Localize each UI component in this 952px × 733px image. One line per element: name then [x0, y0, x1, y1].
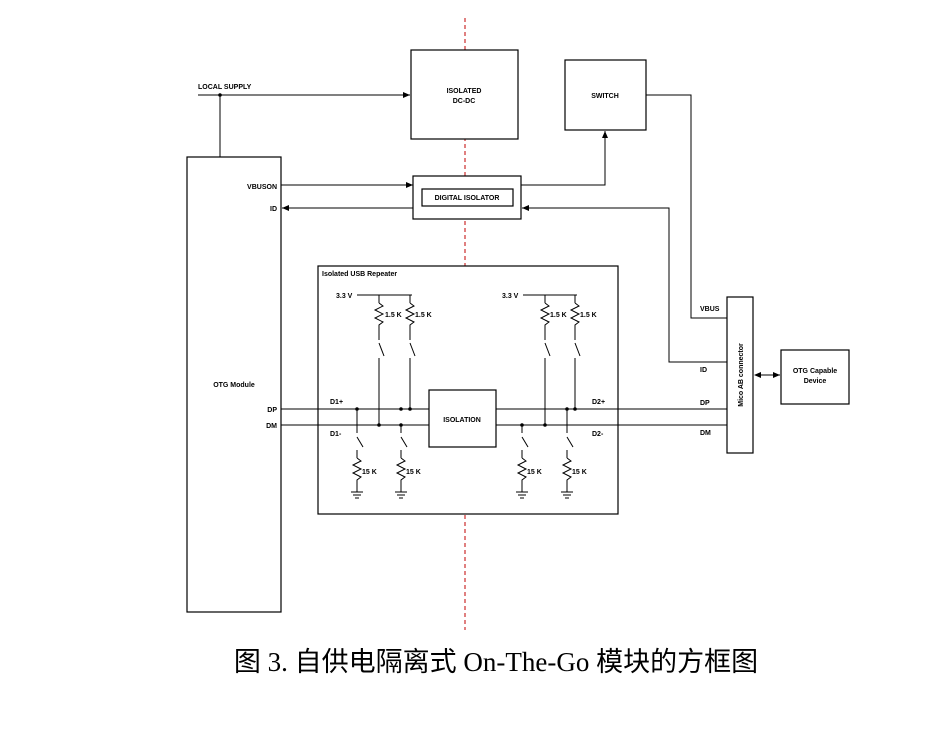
v33-left-label: 3.3 V — [336, 293, 353, 300]
r15-2-label: 15 K — [406, 469, 421, 476]
micro-ab-label: Mico AB connector — [738, 343, 745, 407]
local-supply-label: LOCAL SUPPLY — [198, 84, 252, 91]
otg-device-label-2: Device — [804, 378, 827, 385]
dp-right-label: DP — [700, 400, 710, 407]
switch-label: SWITCH — [591, 93, 619, 100]
dm-left-label: DM — [266, 423, 277, 430]
d1plus-label: D1+ — [330, 399, 343, 406]
dp-left-label: DP — [267, 407, 277, 414]
d2plus-label: D2+ — [592, 399, 605, 406]
v33-right-label: 3.3 V — [502, 293, 519, 300]
otg-module-block — [186, 156, 282, 613]
r15-1-label: 15 K — [362, 469, 377, 476]
vbus-label: VBUS — [700, 306, 720, 313]
r15k-4-label: 1.5 K — [580, 312, 597, 319]
figure-caption: 图 3. 自供电隔离式 On-The-Go 模块的方框图 — [233, 647, 759, 677]
r15k-3-label: 1.5 K — [550, 312, 567, 319]
digital-isolator-inner — [421, 188, 514, 207]
id-right-label: ID — [700, 367, 707, 374]
isolated-dcdc-label-2: DC-DC — [453, 98, 476, 105]
vbuson-label: VBUSON — [247, 184, 277, 191]
isolation-block — [428, 389, 497, 448]
r15-4-label: 15 K — [572, 469, 587, 476]
otg-device-block — [780, 349, 850, 405]
id-left-label: ID — [270, 206, 277, 213]
isolated-dcdc-block — [410, 49, 519, 140]
r15k-1-label: 1.5 K — [385, 312, 402, 319]
r15k-2-label: 1.5 K — [415, 312, 432, 319]
digital-isolator-label: DIGITAL ISOLATOR — [435, 195, 500, 202]
otg-module-label: OTG Module — [213, 382, 255, 389]
micro-ab-connector-block — [726, 296, 754, 454]
d1minus-label: D1- — [330, 431, 342, 438]
otg-device-label-1: OTG Capable — [793, 368, 837, 375]
usb-repeater-title: Isolated USB Repeater — [322, 271, 397, 278]
dm-right-label: DM — [700, 430, 711, 437]
isolated-dcdc-label-1: ISOLATED — [447, 88, 482, 95]
isolation-label: ISOLATION — [443, 417, 481, 424]
d2minus-label: D2- — [592, 431, 604, 438]
r15-3-label: 15 K — [527, 469, 542, 476]
